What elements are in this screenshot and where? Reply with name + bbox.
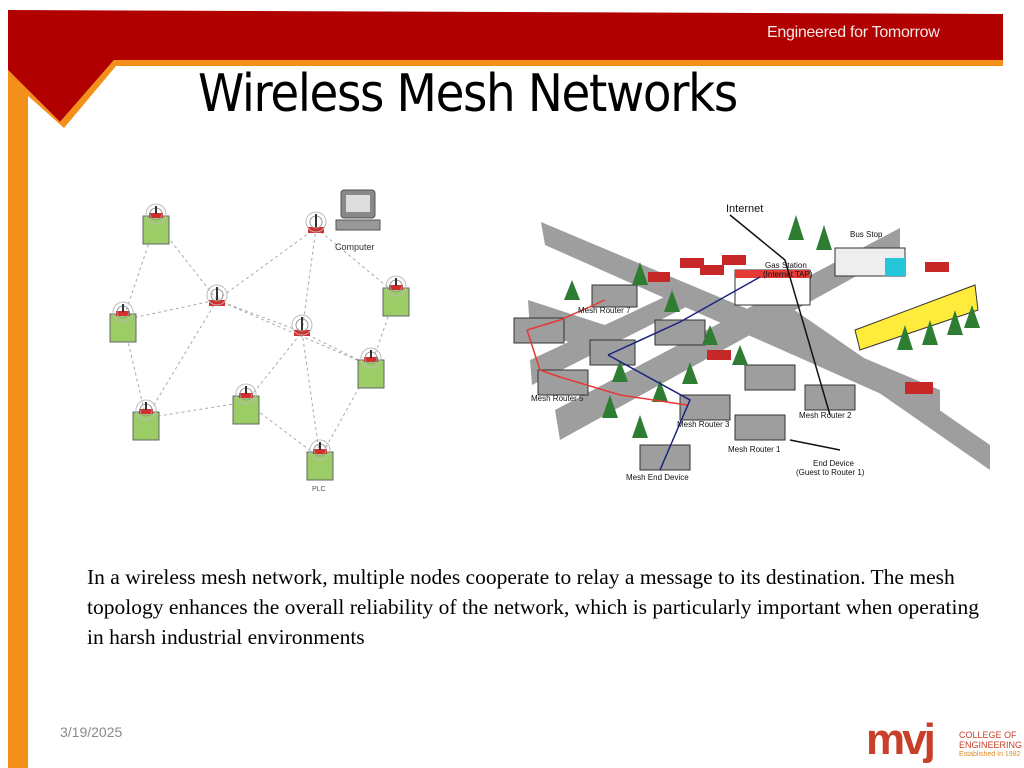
node xyxy=(142,203,170,245)
node xyxy=(109,301,137,343)
label-router-1: Mesh Router 1 xyxy=(728,445,781,454)
label-guest: (Guest to Router 1) xyxy=(796,468,865,477)
trees xyxy=(564,215,980,438)
body-paragraph: In a wireless mesh network, multiple nod… xyxy=(87,565,979,649)
label-gas-station: Gas Station xyxy=(765,261,807,270)
logo-line-3: Established In 1982 xyxy=(959,751,1021,758)
gateway-node xyxy=(305,211,327,233)
node xyxy=(132,399,160,441)
logo-line-2: ENGINEERING xyxy=(959,740,1023,750)
cars xyxy=(648,255,949,394)
diagram-labels: Internet Bus Stop Gas Station (Internet … xyxy=(531,203,883,482)
buildings xyxy=(734,247,979,351)
houses xyxy=(513,284,856,471)
label-mesh-end-device: Mesh End Device xyxy=(626,473,689,482)
label-internet-tap: (Internet TAP) xyxy=(763,270,813,279)
roads xyxy=(528,222,990,470)
computer-label: Computer xyxy=(335,242,375,252)
header-band xyxy=(8,10,1003,122)
node xyxy=(382,275,410,317)
page-title: Wireless Mesh Networks xyxy=(198,64,738,124)
logo-text: COLLEGE OF ENGINEERING Established In 19… xyxy=(959,730,1022,760)
mesh-topology-diagram: Computer PLC xyxy=(109,189,410,493)
label-router-2: Mesh Router 2 xyxy=(799,411,852,420)
computer-icon xyxy=(335,189,381,231)
field-nodes xyxy=(109,203,410,481)
slide-date: 3/19/2025 xyxy=(60,724,123,740)
node xyxy=(232,383,260,425)
node xyxy=(357,347,385,389)
node-plc xyxy=(306,439,334,481)
label-router-7: Mesh Router 7 xyxy=(578,306,631,315)
plc-label: PLC xyxy=(312,486,326,493)
router-node xyxy=(291,314,313,336)
label-router-3: Mesh Router 3 xyxy=(677,420,730,429)
logo-mark: mvj xyxy=(866,715,934,764)
college-logo: mvj xyxy=(866,715,937,764)
router-node xyxy=(206,284,228,306)
label-router-5: Mesh Router 5 xyxy=(531,394,584,403)
label-end-device: End Device xyxy=(813,459,854,468)
wireless-links xyxy=(526,214,841,471)
label-internet: Internet xyxy=(726,203,763,215)
logo-line-1: COLLEGE OF xyxy=(959,730,1017,740)
city-mesh-illustration: Internet Bus Stop Gas Station (Internet … xyxy=(513,203,990,482)
label-bus-stop: Bus Stop xyxy=(850,230,883,239)
header-tagline: Engineered for Tomorrow xyxy=(767,24,940,41)
left-accent-bar xyxy=(8,75,28,768)
